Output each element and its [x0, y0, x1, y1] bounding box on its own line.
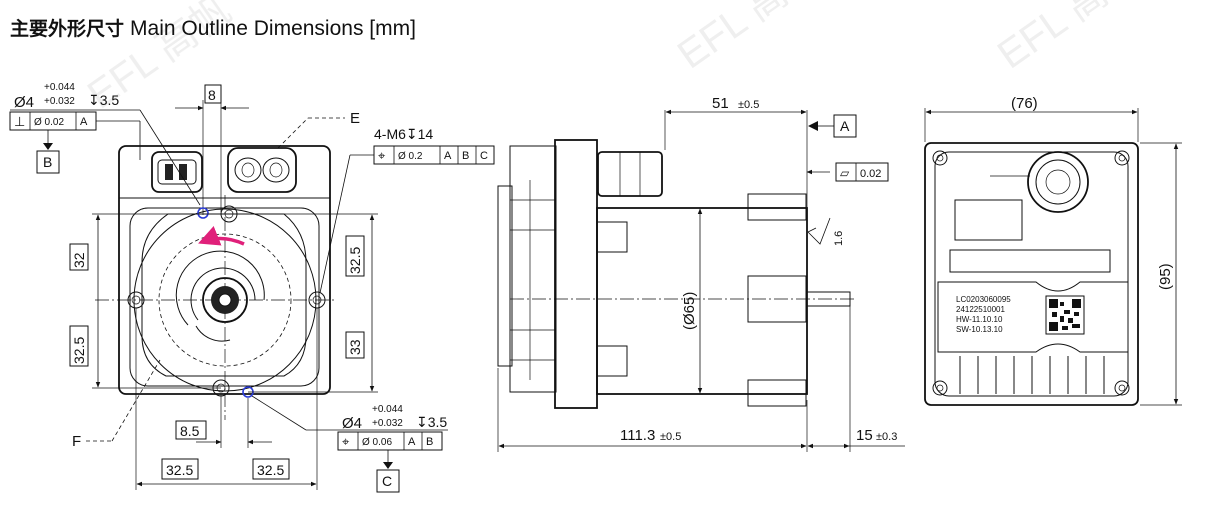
top-fcf-tol: Ø 0.02 — [34, 117, 64, 128]
dim-body-dia: (Ø65) — [681, 292, 698, 330]
dim-height-value: (95) — [1157, 263, 1174, 290]
title-english: Main Outline Dimensions [mm] — [130, 17, 416, 40]
dim-right-lower: 33 — [347, 339, 363, 355]
dim-bottom-right: 32.5 — [257, 462, 284, 478]
dim-shaft-tol: ±0.3 — [876, 431, 897, 443]
top-fcf: ⊥ Ø 0.02 A B — [9, 111, 141, 174]
top-hole-tol-upper: +0.044 — [44, 82, 75, 93]
leader-e-label: E — [350, 110, 360, 127]
tapped-fcf-tol: Ø 0.2 — [398, 151, 423, 162]
front-housing — [118, 145, 331, 395]
connector-left — [151, 151, 203, 193]
label-line-3: HW-11.10.10 — [956, 315, 1003, 324]
dim-right: 32.5 33 — [229, 213, 378, 393]
qr-code — [1045, 295, 1085, 335]
dim-top-tol: ±0.5 — [738, 99, 759, 111]
bottom-fcf-symbol: ⌖ — [342, 434, 350, 449]
top-hole-tol-lower: +0.032 — [44, 96, 75, 107]
dim-length-tol: ±0.5 — [660, 431, 681, 443]
tapped-label: 4-M6↧14 — [374, 126, 433, 142]
dim-offset: 8.5 — [175, 395, 272, 448]
dim-bottom-left: 32.5 — [166, 462, 193, 478]
title-chinese: 主要外形尺寸 — [10, 18, 125, 40]
dim-shaft-value: 15 — [856, 427, 873, 444]
top-hole-depth: ↧3.5 — [88, 92, 119, 108]
dim-left: 32 32.5 — [69, 213, 229, 389]
leader-e: E — [277, 110, 360, 149]
dim-length-value: 111.3 — [620, 427, 655, 444]
dim-bottom: 32.5 32.5 — [135, 308, 318, 490]
tapped-fcf-d1: A — [444, 150, 452, 162]
flatness-symbol: ▱ — [840, 166, 850, 180]
watermark-text-1: EFL 高帆 — [670, 0, 829, 77]
bottom-hole-tol-upper: +0.044 — [372, 404, 403, 415]
datum-b-label: B — [43, 154, 52, 170]
dim-width-value: (76) — [1011, 95, 1038, 112]
motor-body — [596, 207, 808, 395]
product-label — [937, 281, 1129, 353]
dim-left-upper: 32 — [71, 252, 87, 268]
bottom-fcf-d2: B — [426, 436, 433, 448]
dim-top-8: 8 — [175, 84, 249, 111]
leader-f: F — [72, 359, 161, 450]
back-view: LC0203060095 24122510001 HW-11.10.10 SW-… — [924, 95, 1182, 406]
dim-top-value: 51 — [712, 95, 729, 112]
side-connector — [597, 151, 663, 197]
side-view: (Ø65) 51 ±0.5 A ▱ 0.02 1.6 111.3 ±0.5 15… — [497, 95, 905, 452]
watermark: EFL 高帆 EFL 高帆 EFL 高帆 — [80, 0, 1149, 117]
top-fcf-datum: A — [80, 116, 88, 128]
bottom-hole-depth: ↧3.5 — [416, 414, 447, 430]
tapped-callout: 4-M6↧14 ⌖ Ø 0.2 A B C — [319, 126, 495, 294]
flatness-tol: 0.02 — [860, 168, 881, 180]
top-fcf-symbol: ⊥ — [14, 114, 25, 129]
bottom-fcf-tol: Ø 0.06 — [362, 437, 392, 448]
label-line-1: LC0203060095 — [956, 295, 1011, 304]
bottom-hole-tol-lower: +0.032 — [372, 418, 403, 429]
label-line-4: SW-10.13.10 — [956, 325, 1003, 334]
bottom-hole-callout: Ø4 +0.044 +0.032 ↧3.5 ⌖ Ø 0.06 A B C — [251, 395, 448, 493]
tapped-fcf-d3: C — [480, 150, 488, 162]
rotation-arrow — [198, 226, 245, 246]
tapped-fcf-d2: B — [462, 150, 469, 162]
gearbox-body — [554, 139, 598, 409]
bottom-hole-dia: Ø4 — [342, 415, 362, 432]
datum-c-label: C — [382, 473, 392, 489]
dim-offset-value: 8.5 — [180, 423, 200, 439]
locating-hole-top — [197, 207, 209, 219]
top-hole-dia: Ø4 — [14, 94, 34, 111]
leader-f-label: F — [72, 433, 81, 450]
label-line-2: 24122510001 — [956, 305, 1005, 314]
datum-a-label: A — [840, 118, 850, 134]
watermark-text-2: EFL 高帆 — [990, 0, 1149, 77]
back-housing — [924, 142, 1139, 406]
tapped-fcf-symbol: ⌖ — [378, 148, 386, 163]
dim-top-value: 8 — [208, 87, 216, 103]
dim-left-lower: 32.5 — [71, 337, 87, 364]
bottom-fcf-d1: A — [408, 436, 416, 448]
connector-right — [227, 147, 297, 193]
dim-right-upper: 32.5 — [347, 247, 363, 274]
front-view: Ø4 +0.044 +0.032 ↧3.5 ⊥ Ø 0.02 A B 8 — [9, 82, 495, 493]
roughness-value: 1.6 — [833, 231, 845, 246]
top-hole-callout: Ø4 +0.044 +0.032 ↧3.5 — [10, 82, 201, 206]
